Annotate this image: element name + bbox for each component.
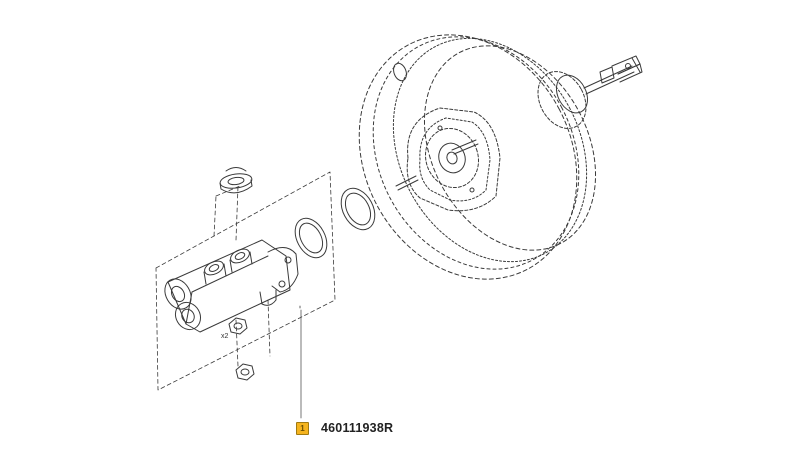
o-ring-small (294, 217, 328, 259)
pushrod-clevis (611, 55, 643, 83)
callout-index-badge[interactable]: 1 (296, 421, 309, 435)
assembly-frame (155, 171, 336, 391)
nut-upper (228, 317, 248, 335)
part-number-label[interactable]: 460111938R (321, 421, 394, 435)
master-cylinder (164, 239, 299, 333)
quantity-label: x2 (221, 333, 229, 340)
nut-lower (235, 363, 255, 381)
reservoir-grommet (219, 167, 253, 194)
o-ring-large (340, 187, 376, 231)
part-callout[interactable]: 1 460111938R (296, 421, 393, 435)
brake-booster (358, 34, 643, 280)
